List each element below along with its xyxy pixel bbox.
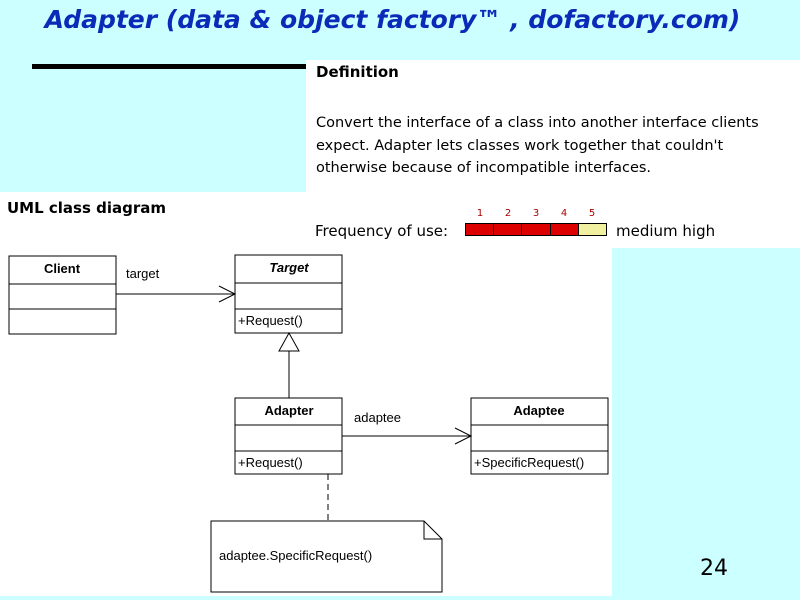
frequency-cell <box>522 224 551 235</box>
frequency-scale-5: 5 <box>588 208 596 219</box>
slide-title: Adapter (data & object factory™ , dofact… <box>44 5 741 34</box>
definition-panel: Definition Convert the interface of a cl… <box>306 60 800 248</box>
class-client: Client <box>8 255 117 335</box>
class-adapter-operation: +Request() <box>238 455 303 470</box>
definition-text: Convert the interface of a class into an… <box>316 115 759 176</box>
association-label-target: target <box>126 266 160 281</box>
frequency-label: Frequency of use: <box>315 222 449 240</box>
inheritance-triangle-icon <box>278 331 300 352</box>
page-number: 24 <box>700 556 728 581</box>
frequency-level-text: medium high <box>616 222 716 240</box>
note: adaptee.SpecificRequest() <box>210 474 443 593</box>
class-target: Target +Request() <box>234 254 343 334</box>
frequency-cell <box>494 224 523 235</box>
association-client-target: target <box>116 266 237 303</box>
frequency-cell <box>466 224 495 235</box>
class-adaptee-box <box>470 397 609 475</box>
frequency-scale: 1 2 3 4 5 <box>466 208 606 222</box>
class-target-name: Target <box>269 260 309 275</box>
note-text: adaptee.SpecificRequest() <box>219 548 372 563</box>
open-arrowhead-icon <box>218 285 237 303</box>
class-adapter-name: Adapter <box>264 403 313 418</box>
frequency-cell <box>550 224 579 235</box>
uml-heading: UML class diagram <box>7 199 167 217</box>
association-label-adaptee: adaptee <box>354 410 401 425</box>
frequency-cell <box>578 224 607 235</box>
class-adaptee-operation: +SpecificRequest() <box>474 455 584 470</box>
frequency-scale-2: 2 <box>504 208 512 219</box>
frequency-scale-3: 3 <box>532 208 540 219</box>
frequency-bar <box>465 223 607 236</box>
class-client-name: Client <box>44 261 81 276</box>
frequency-scale-4: 4 <box>560 208 568 219</box>
class-adaptee-name: Adaptee <box>513 403 564 418</box>
note-fold-icon <box>423 521 442 540</box>
class-client-box <box>8 255 117 335</box>
frequency-scale-1: 1 <box>476 208 484 219</box>
open-arrowhead-icon <box>454 427 473 445</box>
note-box <box>210 520 443 593</box>
definition-heading: Definition <box>316 63 399 81</box>
generalization-adapter-target <box>278 331 300 398</box>
class-adaptee: Adaptee +SpecificRequest() <box>470 397 609 475</box>
title-underline <box>32 64 312 69</box>
association-adapter-adaptee: adaptee <box>342 410 473 445</box>
class-target-operation: +Request() <box>238 313 303 328</box>
class-adapter: Adapter +Request() <box>234 397 343 475</box>
class-adapter-box <box>234 397 343 475</box>
